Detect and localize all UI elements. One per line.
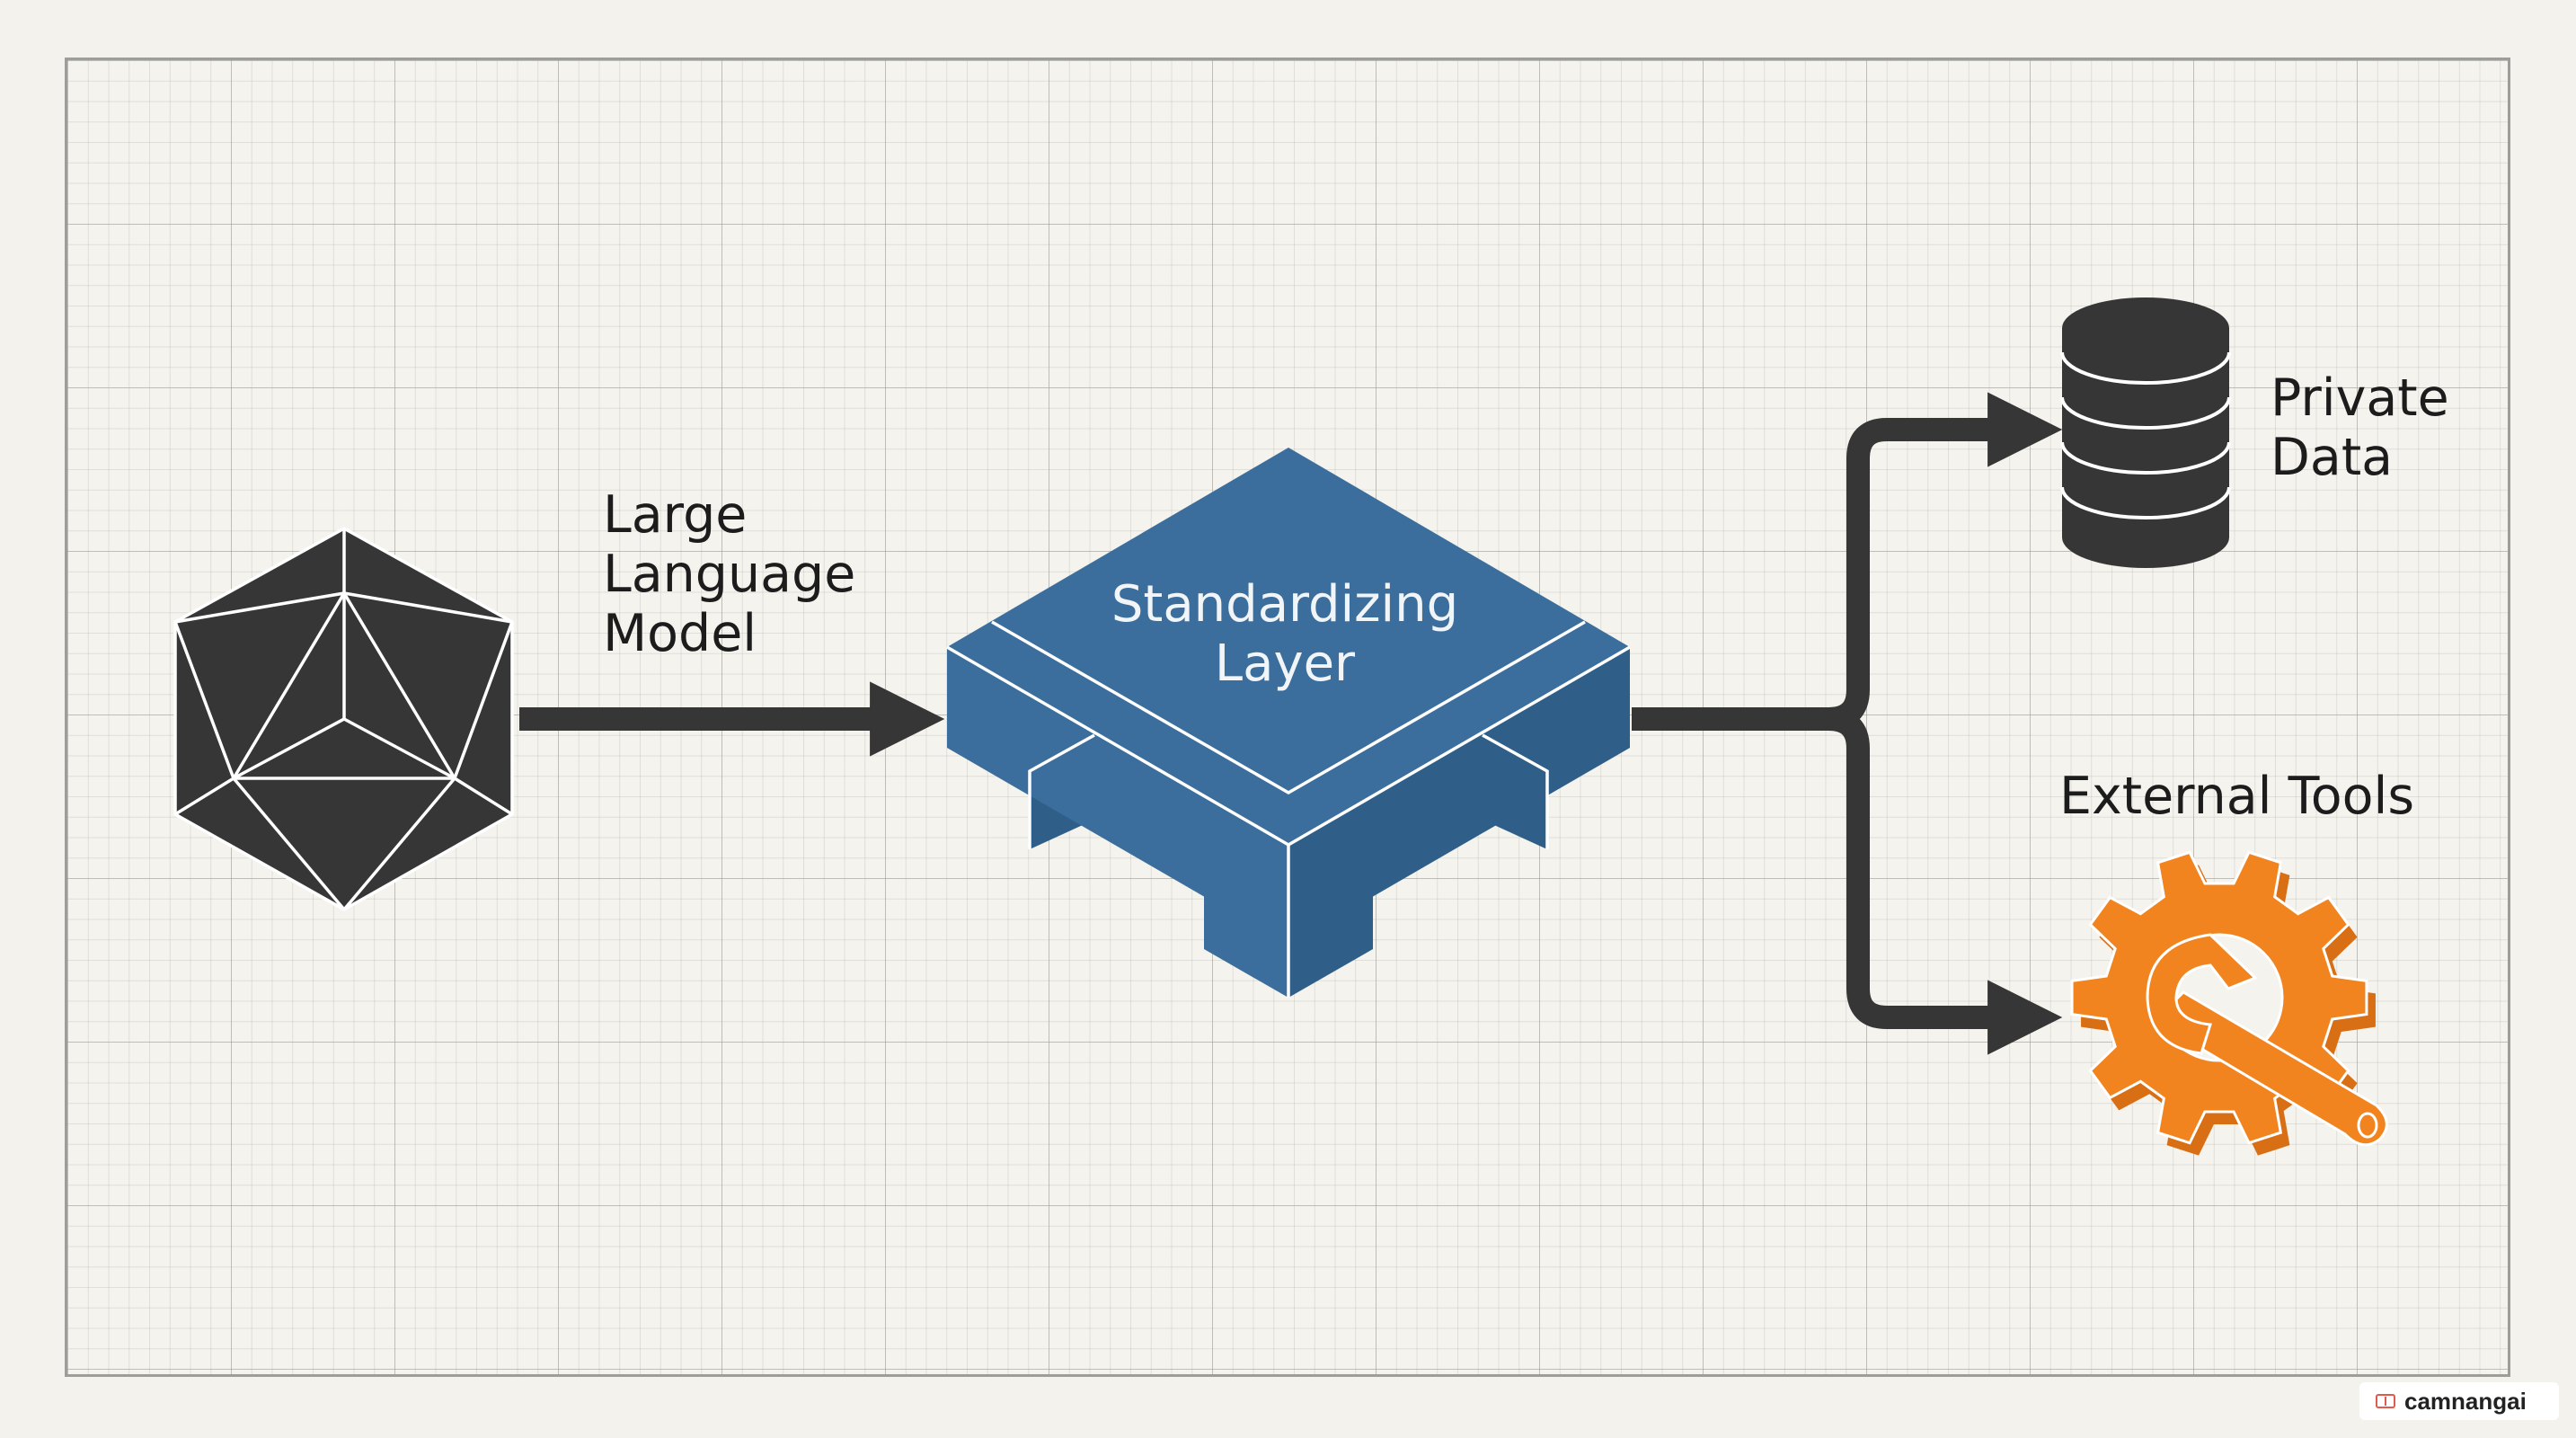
isometric-block-icon [946, 448, 1631, 998]
branch-connector [1632, 392, 2063, 1055]
watermark-text: camnangai [2404, 1387, 2527, 1415]
llm-label-line: Model [603, 604, 757, 663]
icosahedron-icon [173, 527, 514, 911]
standardizing-layer-label: Standardizing Layer [1060, 575, 1509, 694]
private-data-label: Private Data [2271, 368, 2449, 487]
book-icon [2376, 1394, 2395, 1408]
layer-label-line: Standardizing [1111, 575, 1459, 634]
private-data-label-line: Data [2271, 428, 2394, 487]
layer-label-line: Layer [1214, 635, 1356, 693]
wrench-head [2146, 933, 2258, 1055]
external-tools-label: External Tools [2059, 767, 2415, 826]
wrench-handle-hole [2357, 1112, 2378, 1139]
database-icon [2060, 297, 2231, 568]
llm-label: Large Language Model [603, 485, 855, 663]
llm-label-line: Language [603, 545, 856, 604]
private-data-label-line: Private [2271, 368, 2449, 428]
gear-wrench-icon [2070, 850, 2388, 1156]
llm-label-line: Large [603, 485, 748, 545]
watermark-badge: camnangai [2359, 1382, 2559, 1420]
wrench-handle [2152, 990, 2388, 1147]
